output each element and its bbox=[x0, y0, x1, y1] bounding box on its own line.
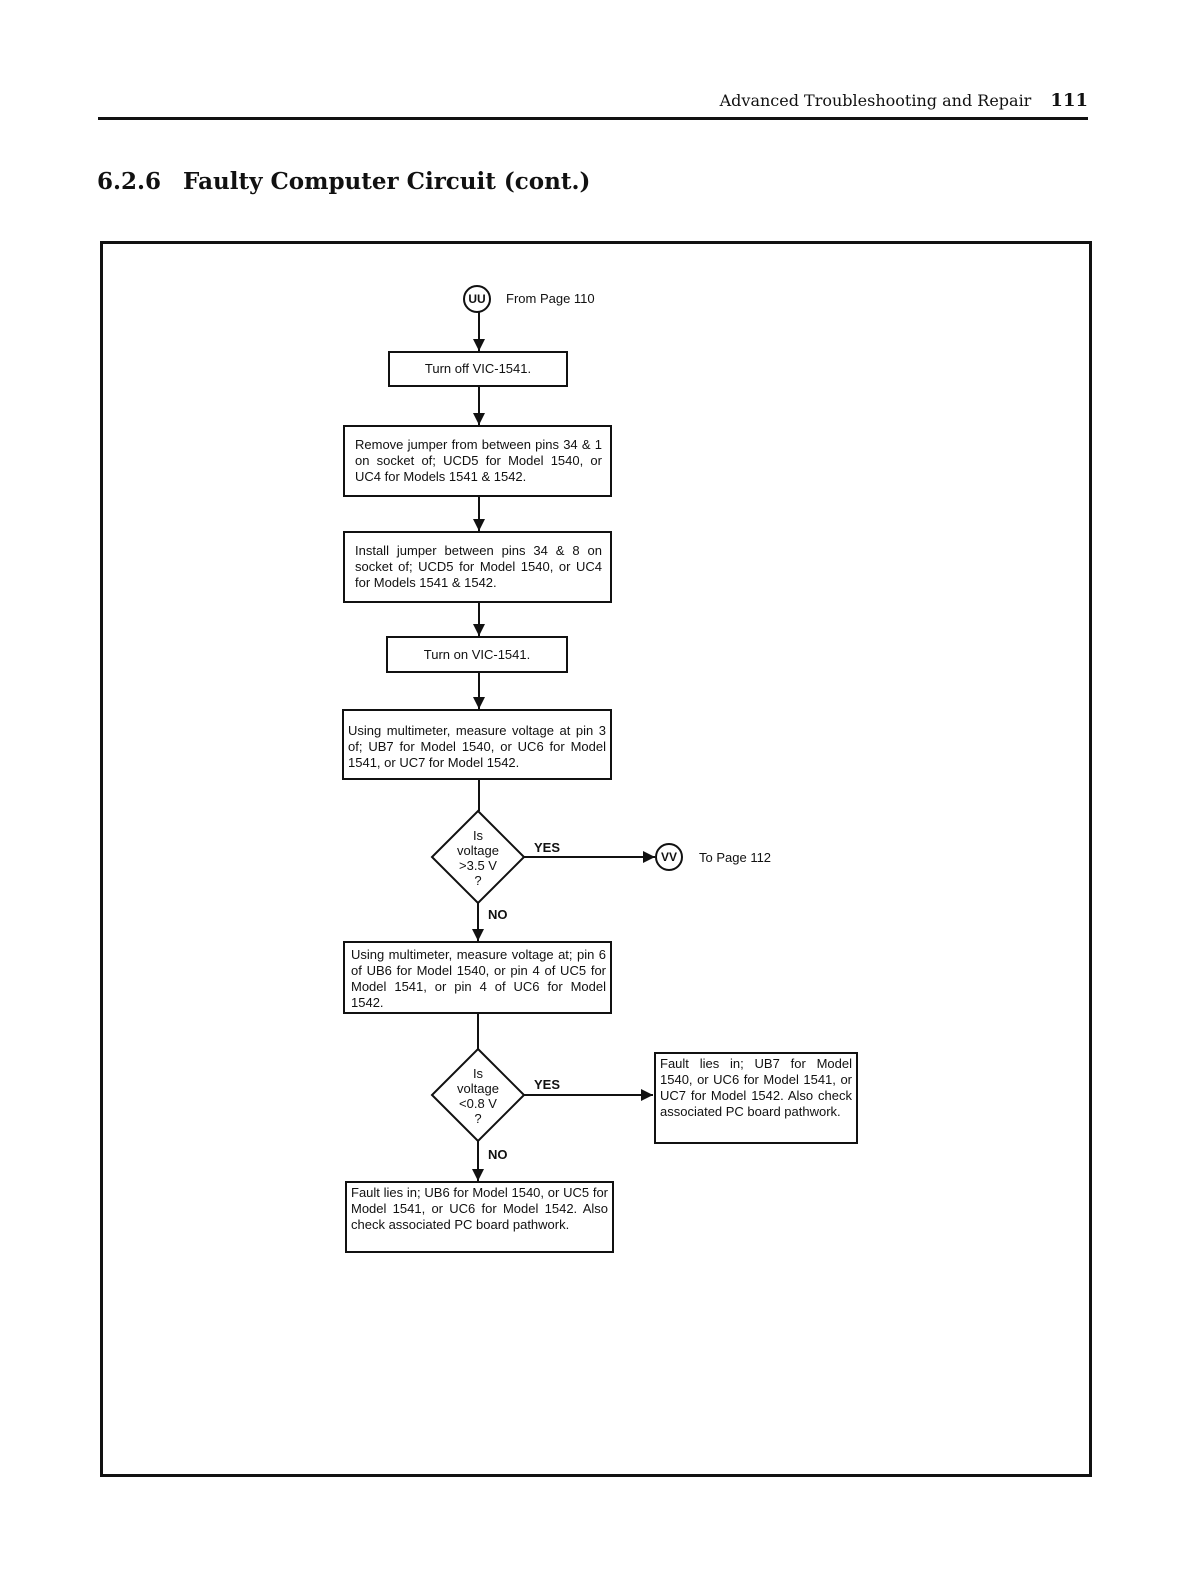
step-remove-jumper: Remove jumper from between pins 34 & 1 o… bbox=[343, 425, 612, 497]
running-header: Advanced Troubleshooting and Repair 111 bbox=[98, 90, 1088, 116]
fault-box-yes-text: Fault lies in; UB7 for Model 1540, or UC… bbox=[660, 1056, 852, 1119]
fault-box-no: Fault lies in; UB6 for Model 1540, or UC… bbox=[345, 1181, 614, 1253]
step-measure-2: Using multimeter, measure voltage at; pi… bbox=[343, 941, 612, 1014]
decision1-text: Is voltage >3.5 V ? bbox=[443, 828, 513, 888]
header-rule bbox=[98, 117, 1088, 120]
step-turn-on: Turn on VIC-1541. bbox=[386, 636, 568, 673]
step-install-jumper: Install jumper between pins 34 & 8 on so… bbox=[343, 531, 612, 603]
section-title: 6.2.6 Faulty Computer Circuit (cont.) bbox=[97, 168, 590, 195]
end-connector-circle bbox=[655, 843, 683, 871]
step-turn-off: Turn off VIC-1541. bbox=[388, 351, 568, 387]
start-connector-note: From Page 110 bbox=[506, 291, 595, 306]
start-connector-label: UU bbox=[468, 292, 486, 306]
running-title: Advanced Troubleshooting and Repair bbox=[719, 91, 1032, 110]
step-measure-2-text: Using multimeter, measure voltage at; pi… bbox=[351, 947, 606, 1010]
start-connector-circle bbox=[463, 285, 491, 313]
decision1-yes-label: YES bbox=[534, 840, 561, 855]
decision2-line-4: ? bbox=[474, 1111, 482, 1126]
step-remove-jumper-text: Remove jumper from between pins 34 & 1 o… bbox=[355, 437, 602, 484]
decision2-text: Is voltage <0.8 V ? bbox=[443, 1066, 513, 1126]
decision2-line-2: voltage bbox=[457, 1081, 499, 1096]
end-connector-note: To Page 112 bbox=[699, 850, 772, 865]
page-number: 111 bbox=[1050, 90, 1088, 111]
step-measure-1-text: Using multimeter, measure voltage at pin… bbox=[348, 723, 606, 770]
decision1-no-label: NO bbox=[488, 907, 508, 922]
step-turn-on-text: Turn on VIC-1541. bbox=[423, 646, 531, 662]
step-measure-1: Using multimeter, measure voltage at pin… bbox=[342, 709, 612, 780]
decision1-line-4: ? bbox=[474, 873, 482, 888]
decision1-line-1: Is bbox=[472, 828, 484, 843]
section-title-text: Faulty Computer Circuit (cont.) bbox=[183, 168, 591, 195]
decision2-yes-label: YES bbox=[534, 1077, 561, 1092]
fault-box-yes: Fault lies in; UB7 for Model 1540, or UC… bbox=[654, 1052, 858, 1144]
decision1-line-2: voltage bbox=[457, 843, 499, 858]
step-turn-off-text: Turn off VIC-1541. bbox=[424, 361, 532, 376]
decision2-line-3: <0.8 V bbox=[459, 1096, 497, 1111]
section-number: 6.2.6 bbox=[97, 168, 162, 195]
step-install-jumper-text: Install jumper between pins 34 & 8 on so… bbox=[355, 543, 602, 590]
decision1-line-3: >3.5 V bbox=[459, 858, 497, 873]
fault-box-no-text: Fault lies in; UB6 for Model 1540, or UC… bbox=[351, 1185, 608, 1232]
end-connector-label: VV bbox=[660, 850, 677, 864]
flowchart-frame bbox=[100, 241, 1092, 1477]
decision2-line-1: Is bbox=[472, 1066, 484, 1081]
decision2-no-label: NO bbox=[488, 1147, 508, 1162]
